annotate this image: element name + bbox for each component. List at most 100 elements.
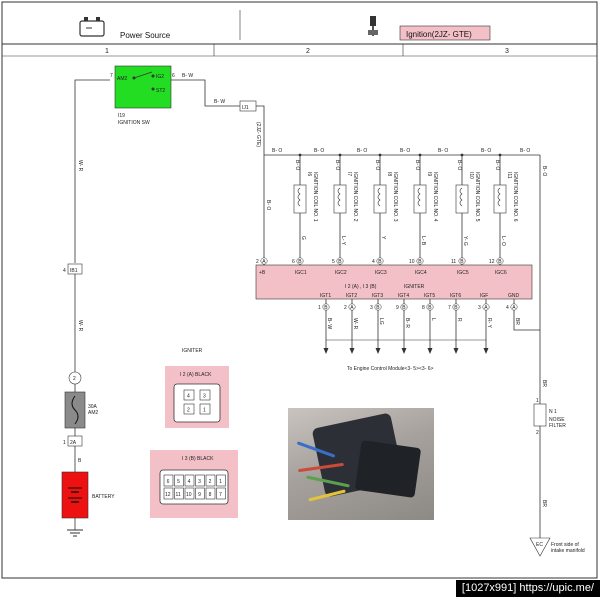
coil-wire-top: B- O <box>494 160 500 170</box>
switch-am2-label: AM2 <box>117 76 128 82</box>
connector-pin <box>163 474 174 487</box>
connector-b-label: I 3 (B) BLACK <box>182 456 214 462</box>
pin-number: 4 <box>506 305 509 311</box>
switch-ig2-label: IG2 <box>156 74 164 80</box>
bus-label-right: B- O <box>541 166 547 176</box>
coil-wire-top: B- O <box>456 160 462 170</box>
pin-connector: B <box>298 259 302 265</box>
coil-label: IGNITION COIL NO. 1 <box>312 172 318 222</box>
diagram-frame <box>1 1 598 579</box>
connector-pin-number: 4 <box>188 479 191 485</box>
pin-name: +B <box>259 270 266 276</box>
coil-label: IGNITION COIL NO. 5 <box>474 172 480 222</box>
pin-number: 9 <box>396 305 399 311</box>
fuse-pin-bottom: 1 <box>63 440 66 446</box>
igniter-title: IGNITER <box>404 284 425 290</box>
junction-wire-label: (2JZ- GTE) <box>255 122 261 147</box>
connector-pin <box>199 389 211 401</box>
coil-symbol <box>373 184 387 214</box>
switch-id: I19 <box>118 113 125 119</box>
pin-connector: B <box>376 305 380 311</box>
column-1-label: 1 <box>105 48 109 55</box>
battery-label: BATTERY <box>92 494 115 500</box>
pin-connector: B <box>402 305 406 311</box>
arrow-down-icon <box>401 348 407 354</box>
coil-symbol <box>493 184 507 214</box>
coil-symbol <box>333 184 347 214</box>
wire-label-wr-mid: W- R <box>77 320 83 332</box>
connector-pin-number: 2 <box>187 408 190 414</box>
pin-name: IGC5 <box>457 270 469 276</box>
coil-name: I6 <box>306 172 312 176</box>
coil-wire-bottom: Y- G <box>462 236 468 246</box>
pin-name: GND <box>508 293 520 299</box>
connector-pin <box>216 474 226 487</box>
column-2-label: 2 <box>306 48 310 55</box>
bus-label-7: B- O <box>520 148 530 154</box>
pin-number: 4 <box>372 259 375 265</box>
fuse-symbol-icon <box>71 395 79 425</box>
noise-filter <box>533 403 547 427</box>
coil-label: IGNITION COIL NO. 3 <box>392 172 398 222</box>
switch-pin-6: 6 <box>172 73 175 79</box>
column-3-label: 3 <box>505 48 509 55</box>
pin-name: IGF <box>480 293 488 299</box>
connector-a-shell <box>173 383 221 423</box>
coil-symbol <box>413 184 427 214</box>
connector-pin-number: 4 <box>187 394 190 400</box>
watermark[interactable]: [1027x991] https://upic.me/ <box>455 580 600 597</box>
arrow-down-icon <box>483 348 489 354</box>
bus-label-5: B- O <box>438 148 448 154</box>
pin-connector: B <box>378 259 382 265</box>
pin-name: IGC6 <box>495 270 507 276</box>
pin-connector: A <box>350 305 354 311</box>
pin-number: 10 <box>409 259 415 265</box>
to-ecm-label: To Engine Control Module<3- 5><3- 6> <box>347 366 434 372</box>
fuse-pin-top: 2 <box>73 376 76 382</box>
connector-pin <box>183 389 195 401</box>
pin-name: IGT5 <box>424 293 435 299</box>
pin-wire: B- R <box>404 318 410 328</box>
coil-name: I9 <box>426 172 432 176</box>
coil-label: IGNITION COIL NO. 6 <box>512 172 518 222</box>
connector-pin-number: 9 <box>198 492 201 498</box>
connector-pin <box>163 487 174 500</box>
connector-photo <box>288 408 434 520</box>
coil-name: I7 <box>346 172 352 176</box>
arrow-down-icon <box>427 348 433 354</box>
connector-pin <box>205 474 216 487</box>
pin-wire: B- W <box>326 318 332 329</box>
pin-number: 6 <box>292 259 295 265</box>
connector-pin-number: 3 <box>203 394 206 400</box>
connector-pin-number: 5 <box>177 479 180 485</box>
pin-wire: R <box>456 318 462 322</box>
coil-symbol <box>455 184 469 214</box>
wire-label-wr-top: W- R <box>77 160 83 172</box>
wire-label-bw-2: B- W <box>214 99 225 105</box>
pin-number: 11 <box>451 259 456 265</box>
connector-a-label: I 2 (A) BLACK <box>180 372 212 378</box>
pin-wire: BR <box>514 318 520 325</box>
coil-wire-bottom: L- O <box>500 236 506 246</box>
connector-pin-number: 6 <box>167 479 170 485</box>
